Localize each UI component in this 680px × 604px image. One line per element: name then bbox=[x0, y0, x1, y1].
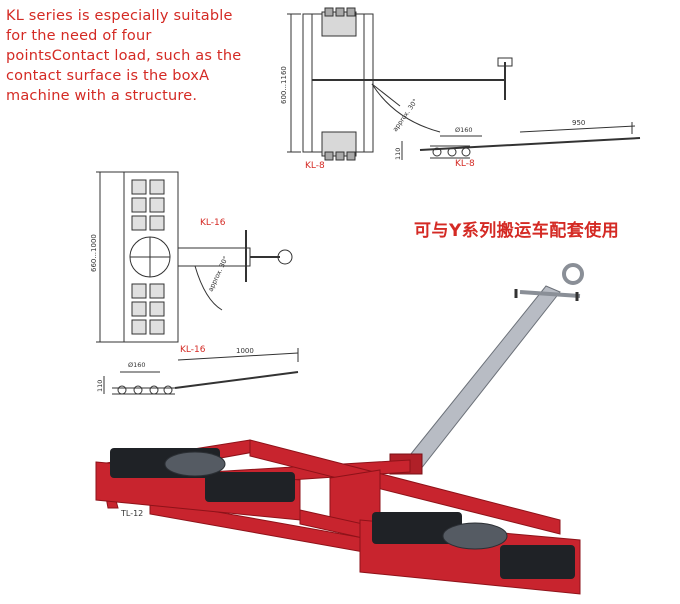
tl12-label: TL-12 bbox=[120, 509, 143, 518]
kl8-dim-height: 110 bbox=[394, 148, 402, 160]
tow-handle bbox=[389, 263, 584, 475]
kl16-dim-diameter: Ø160 bbox=[128, 361, 146, 369]
kl8-label-bottom: KL-8 bbox=[455, 159, 475, 169]
kl16-dim-handle: 1000 bbox=[236, 347, 254, 355]
chinese-heading: 可与Y系列搬运车配套使用 bbox=[414, 221, 620, 241]
kl8-label-top: KL-8 bbox=[305, 161, 325, 171]
description-text: KL series is especially suitable for the… bbox=[6, 8, 242, 104]
kl16-dim-width: 660...1000 bbox=[90, 234, 98, 272]
kl16-label-top: KL-16 bbox=[200, 218, 226, 228]
kl8-dim-width: 600...1160 bbox=[280, 66, 288, 104]
kl16-dim-height: 110 bbox=[96, 380, 104, 392]
kl16-label-bottom: KL-16 bbox=[180, 345, 206, 355]
roller-unit-left bbox=[95, 448, 301, 521]
kl8-dim-diameter: Ø160 bbox=[455, 126, 473, 134]
kl8-dim-handle: 950 bbox=[572, 119, 585, 127]
roller-unit-right bbox=[359, 512, 581, 595]
